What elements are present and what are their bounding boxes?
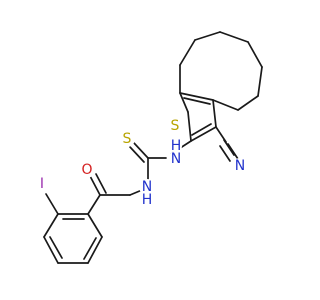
atom-iodine: I <box>35 176 49 192</box>
bond <box>212 99 239 111</box>
bond <box>43 213 59 238</box>
bond <box>179 39 196 66</box>
bond <box>247 41 263 68</box>
bond <box>179 92 214 101</box>
bond-lines <box>43 31 263 264</box>
atom-symbol: I <box>40 176 44 192</box>
bond <box>190 126 217 142</box>
atom-labels: S S H N N H N O I <box>35 118 248 208</box>
bond <box>257 66 263 97</box>
atom-nitrogen-h-2: N H <box>139 179 155 208</box>
atom-symbol: H <box>171 138 182 154</box>
bond <box>89 175 101 196</box>
atom-symbol: N <box>142 179 152 195</box>
bond <box>219 145 231 162</box>
atom-sulfur-ring: S <box>167 118 183 134</box>
bond <box>227 143 239 160</box>
atom-nitrogen-h-1: H N <box>168 138 184 167</box>
bond <box>45 193 59 215</box>
atom-symbol: N <box>235 158 245 174</box>
bond <box>129 146 145 163</box>
atom-nitrogen-cyano: N <box>232 158 248 174</box>
bond <box>212 99 217 128</box>
atom-sulfur-thiocarbonyl: S <box>119 131 135 147</box>
molecule-structure: S S H N N H N O I <box>35 31 263 264</box>
bond <box>83 237 97 260</box>
bond <box>95 173 107 194</box>
bond <box>87 194 101 215</box>
bond <box>223 139 235 156</box>
bond <box>237 95 259 111</box>
bond <box>87 213 103 238</box>
atom-symbol: N <box>171 151 181 167</box>
atom-oxygen: O <box>79 162 95 178</box>
bond <box>49 236 63 259</box>
atom-symbol: O <box>81 162 92 178</box>
bond <box>191 123 212 136</box>
bond <box>187 111 192 142</box>
bond <box>133 142 149 159</box>
bond <box>43 236 59 264</box>
bond <box>219 31 249 43</box>
bond <box>179 92 189 113</box>
atom-symbol: H <box>142 192 153 208</box>
bond <box>87 236 103 264</box>
atom-symbol: S <box>171 118 180 134</box>
bond <box>183 97 211 105</box>
atom-symbol: S <box>123 131 132 147</box>
bond <box>194 31 221 41</box>
